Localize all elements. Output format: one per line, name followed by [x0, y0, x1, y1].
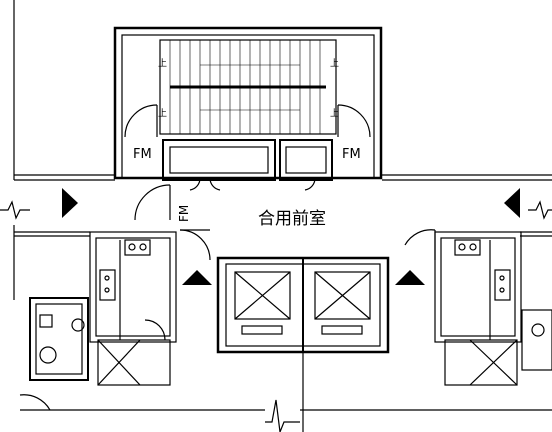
arrow-up-icon [182, 270, 212, 285]
break-line-icon [0, 200, 552, 432]
arrow-up-icon [395, 270, 425, 285]
fm-right-label: FM [342, 147, 361, 162]
main-room-label: 合用前室 [258, 209, 326, 229]
fm-left-label: FM [133, 147, 152, 162]
corridor-lines [14, 231, 552, 411]
elevator-bank [216, 256, 390, 432]
right-unit [434, 231, 552, 386]
arrow-right-icon [62, 188, 78, 218]
stair-up-label: 上 [158, 58, 167, 69]
stair-enclosure [113, 26, 383, 181]
elevator-cross-icon [314, 271, 371, 335]
door-swing-icon [124, 104, 436, 261]
stair-up-label: 上 [330, 58, 339, 69]
stair-up-label: 上 [158, 108, 167, 119]
arrow-left-icon [504, 188, 520, 218]
stair-up-label: 上 [330, 108, 339, 119]
fm-door-label: FM [177, 205, 191, 222]
left-unit [19, 231, 177, 411]
building-outline [13, 0, 552, 300]
elevator-cross-icon [234, 271, 291, 335]
